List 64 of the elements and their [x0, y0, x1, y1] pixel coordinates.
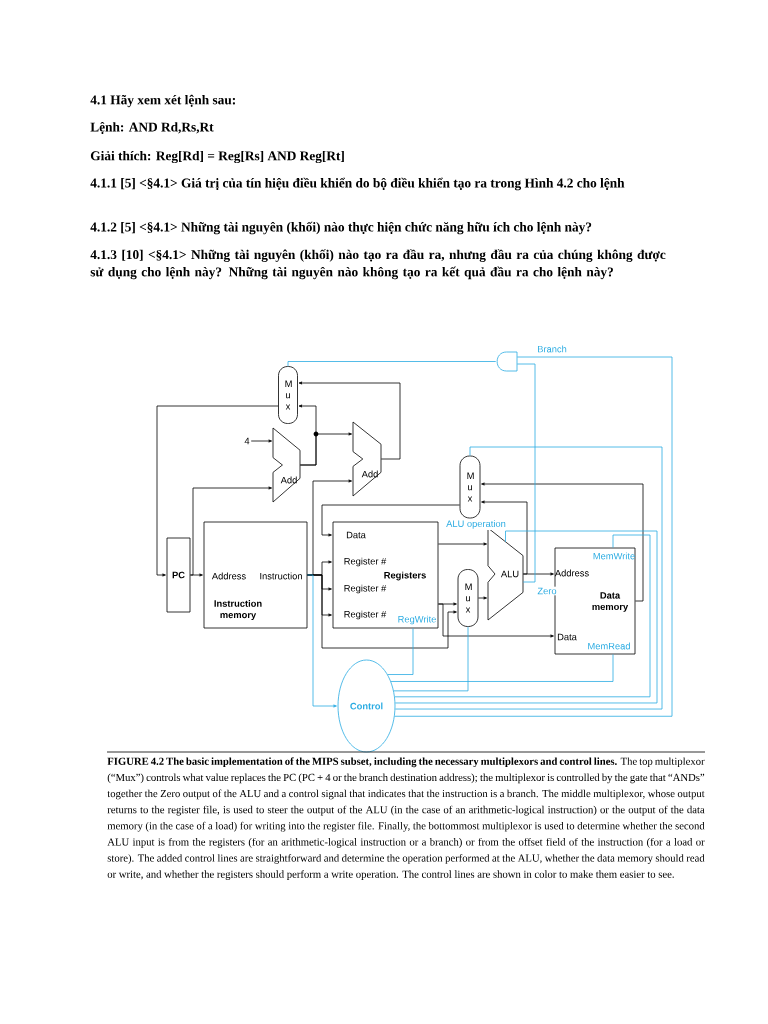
connector-line — [394, 356, 673, 717]
question-text: Giải thích: Reg[Rd] = Reg[Rs] AND Reg[Rt] — [90, 150, 344, 164]
alu-label: ALU — [500, 570, 519, 578]
and-gate — [496, 351, 518, 372]
arrow — [478, 596, 487, 600]
signal-label: MemRead — [588, 642, 630, 650]
edge-label: Branch — [536, 344, 568, 354]
arrow — [250, 439, 272, 443]
arrow — [156, 405, 279, 577]
question-text: Lệnh: AND Rd,Rs,Rt — [90, 122, 214, 134]
edge-label: ALU operation — [445, 519, 507, 530]
constant-label: 4 — [244, 437, 250, 445]
register-label: PC — [172, 571, 185, 579]
connector-line — [393, 626, 469, 692]
mux-label: M u x — [465, 583, 472, 613]
connector-line — [394, 446, 663, 710]
arrow — [438, 603, 554, 638]
alu — [487, 527, 524, 621]
port-label: Address — [211, 572, 246, 580]
block-title: Registers — [384, 571, 426, 581]
connector-line — [287, 361, 497, 367]
port-label: Instruction — [260, 572, 302, 580]
port-label: Data — [557, 633, 577, 641]
pc-register — [166, 537, 191, 613]
control-label: Control — [350, 702, 383, 710]
control-unit — [337, 659, 396, 753]
multiplexor — [457, 569, 479, 627]
adder-label: Add — [361, 470, 378, 478]
question-text: 4.1 Hãy xem xét lệnh sau: — [90, 94, 235, 108]
block-title: Instruction memory — [214, 600, 262, 621]
port-label: Register # — [344, 584, 387, 594]
port-label: Address — [554, 569, 589, 577]
arrow — [481, 500, 528, 575]
adder — [352, 421, 382, 497]
connector-line — [390, 654, 614, 682]
arrow — [298, 381, 401, 460]
question-text: 4.1.2 [5] <§4.1> Những tài nguyên (khối) nào thực hiện chức năng hữu ích cho lệnh này? — [90, 221, 592, 235]
arrow — [190, 486, 272, 576]
figure-caption: FIGURE 4.2 The basic implementation of the MIPS subset, including the necessary multiplexors and control lines. The top multiplexor (“Mux”) controls what value replaces the PC (PC + 4 or the branch destination address); the multiplexor is controlled by the gate that “ANDs” together the Zero output of the ALU and a control signal that indicates that the instruction is a branch. The middle multiplexor, whose output returns to the register file, is used to steer the output of the ALU (in the case of an arithmetic-logical instruction) or the output of the data memory (in the case of a load) for writing into the register file. Finally, the bottommost multiplexor is used to determine whether the second ALU input is from the registers (for an arithmetic-logical instruction or a branch) or from the offset field of the instruction (for a load or store). The added control lines are straightforward and determine the operation performed at the ALU, whether the data memory should read or write, and whether the registers should perform a write operation. The control lines are shown in color to make them easier to see. — [107, 757, 705, 880]
port-label: Data — [346, 531, 366, 539]
instruction-memory-block — [203, 521, 308, 629]
adder-label: Add — [280, 476, 297, 484]
arrow — [299, 432, 352, 466]
data-memory-block — [554, 547, 636, 655]
mux-label: M u x — [467, 472, 474, 502]
multiplexor — [459, 455, 481, 519]
port-label: Register # — [344, 557, 387, 567]
arrow — [321, 504, 460, 537]
connector-line — [516, 363, 536, 583]
signal-label: RegWrite — [398, 615, 436, 625]
connector-line — [387, 628, 414, 675]
multiplexor — [278, 366, 298, 424]
adder — [272, 427, 301, 503]
arrow — [307, 574, 337, 708]
question-text: 4.1.3 [10] <§4.1> Những tài nguyên (khối) nào tạo ra đầu ra, nhưng đầu ra của chúng không được sử dụng cho lệnh này? Những tài nguyên nào không tạo ra kết quả đầu ra cho lệnh này? — [90, 249, 666, 280]
arrow — [438, 542, 487, 546]
port-label: Register # — [344, 610, 387, 620]
register-file-block — [332, 521, 439, 629]
block-title: Data memory — [592, 592, 629, 612]
mux-label: M u x — [285, 380, 292, 410]
arrow — [481, 482, 644, 602]
question-text: 4.1.1 [5] <§4.1> Giá trị của tín hiệu điều khiển do bộ điều khiển tạo ra trong Hình 4.2 cho lệnh — [90, 177, 625, 191]
signal-label: MemWrite — [593, 552, 635, 560]
edge-label: Zero — [536, 586, 558, 596]
